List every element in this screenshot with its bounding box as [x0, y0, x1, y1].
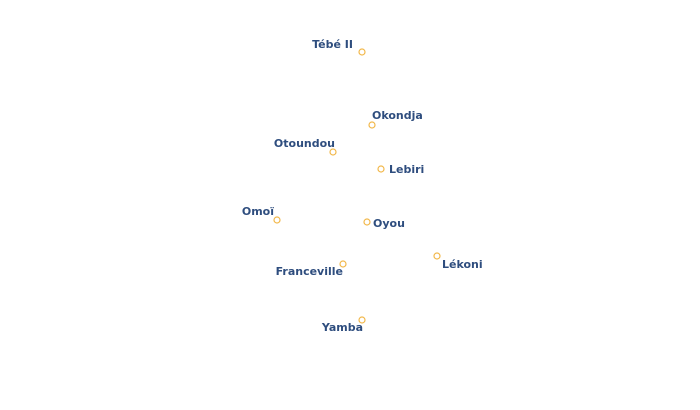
- place-marker[interactable]: [358, 48, 366, 56]
- place-label: Lebiri: [389, 163, 424, 176]
- place-marker[interactable]: [339, 260, 347, 268]
- place-label: Tébé II: [312, 38, 353, 51]
- place-marker[interactable]: [363, 218, 371, 226]
- place-franceville[interactable]: Franceville: [274, 260, 347, 280]
- place-label: Okondja: [372, 109, 423, 122]
- place-otoundou[interactable]: Otoundou: [272, 136, 337, 156]
- place-okondja[interactable]: Okondja: [368, 108, 424, 129]
- place-label: Lékoni: [442, 258, 483, 271]
- place-label: Omoï: [242, 205, 274, 218]
- place-marker[interactable]: [329, 148, 337, 156]
- place-lekoni[interactable]: Lékoni: [433, 252, 484, 273]
- place-label: Franceville: [276, 265, 343, 278]
- place-label: Yamba: [321, 321, 363, 334]
- place-label: Oyou: [373, 217, 405, 230]
- place-marker[interactable]: [433, 252, 441, 260]
- place-marker[interactable]: [358, 316, 366, 324]
- place-lebiri[interactable]: Lebiri: [377, 162, 426, 178]
- place-oyou[interactable]: Oyou: [363, 216, 406, 232]
- place-marker[interactable]: [273, 216, 281, 224]
- place-yamba[interactable]: Yamba: [319, 316, 366, 336]
- place-tebe-ii[interactable]: Tébé II: [311, 37, 366, 56]
- place-marker[interactable]: [377, 165, 385, 173]
- place-omoi[interactable]: Omoï: [240, 204, 281, 224]
- place-marker[interactable]: [368, 121, 376, 129]
- place-label: Otoundou: [274, 137, 335, 150]
